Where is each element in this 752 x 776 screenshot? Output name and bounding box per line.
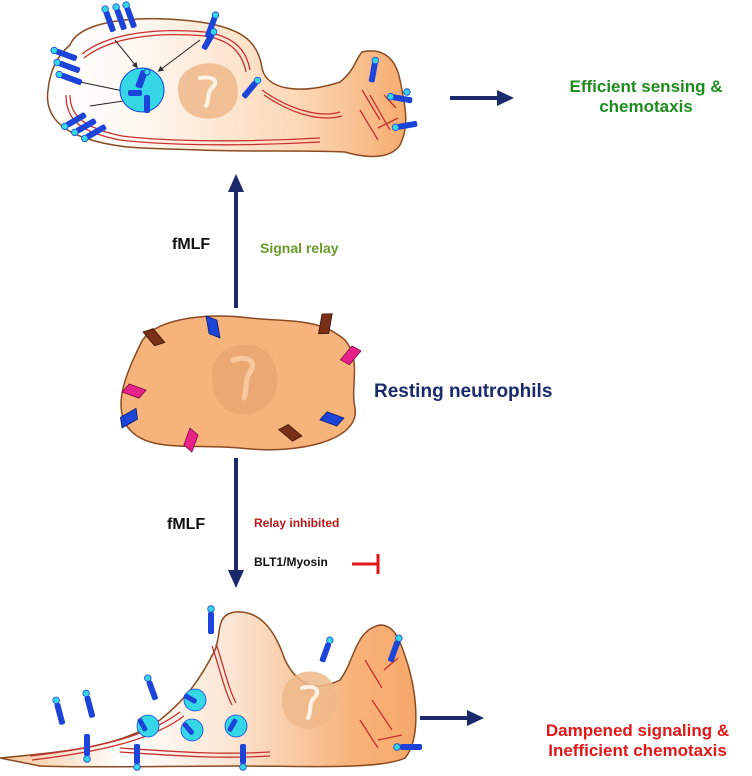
arrow-resting-to-top <box>228 174 244 308</box>
signal-relay-label: Signal relay <box>260 240 339 256</box>
fmlf-top-label: fMLF <box>172 236 211 253</box>
bottom-cell-receptors <box>52 605 422 771</box>
arrows <box>228 90 514 726</box>
bottom-cell <box>0 611 417 768</box>
dampened-signaling-label: Dampened signaling & Inefficient chemota… <box>520 721 752 762</box>
efficient-line-2: chemotaxis <box>599 97 693 117</box>
resting-cell <box>120 315 356 451</box>
arrow-resting-to-bottom <box>228 458 244 588</box>
top-endosome <box>119 67 165 113</box>
dampened-line-1: Dampened signaling & <box>545 721 730 740</box>
bottom-endosomes <box>136 688 248 742</box>
arrow-top-to-efficient <box>450 90 514 106</box>
top-cell <box>46 17 407 158</box>
resting-cell-receptors <box>120 313 362 453</box>
top-cell-cytoskeleton <box>65 30 399 146</box>
relay-inhibited-label: Relay inhibited <box>254 516 340 530</box>
efficient-line-1: Efficient sensing & <box>569 77 723 96</box>
top-cell-receptors <box>50 1 418 143</box>
efficient-sensing-label: Efficient sensing & chemotaxis <box>536 77 752 118</box>
inhibition-t-bar-icon <box>352 554 380 574</box>
dampened-line-2: Inefficient chemotaxis <box>548 741 727 761</box>
arrow-bottom-to-dampened <box>420 710 484 726</box>
blt1-myosin-label: BLT1/Myosin <box>254 555 328 569</box>
fmlf-bottom-label: fMLF <box>167 516 206 533</box>
resting-neutrophils-label: Resting neutrophils <box>374 381 553 402</box>
